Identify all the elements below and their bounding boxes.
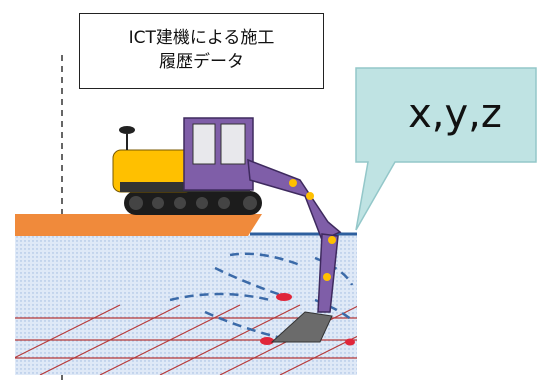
label-line-2: 履歴データ bbox=[159, 52, 244, 72]
excavator-body bbox=[112, 117, 254, 193]
callout-bubble bbox=[355, 67, 537, 231]
label-line-1: ICT建機による施工 bbox=[128, 28, 275, 48]
excavator-arm bbox=[247, 158, 342, 326]
excavator-bucket bbox=[270, 311, 333, 343]
ict-record-label-box: ICT建機による施工 履歴データ bbox=[79, 13, 324, 89]
ground-block bbox=[15, 235, 357, 375]
ground-surface bbox=[15, 214, 262, 236]
coordinate-callout-text: x,y,z bbox=[408, 91, 502, 137]
excavator-tracks bbox=[124, 191, 262, 215]
position-points bbox=[260, 293, 355, 346]
